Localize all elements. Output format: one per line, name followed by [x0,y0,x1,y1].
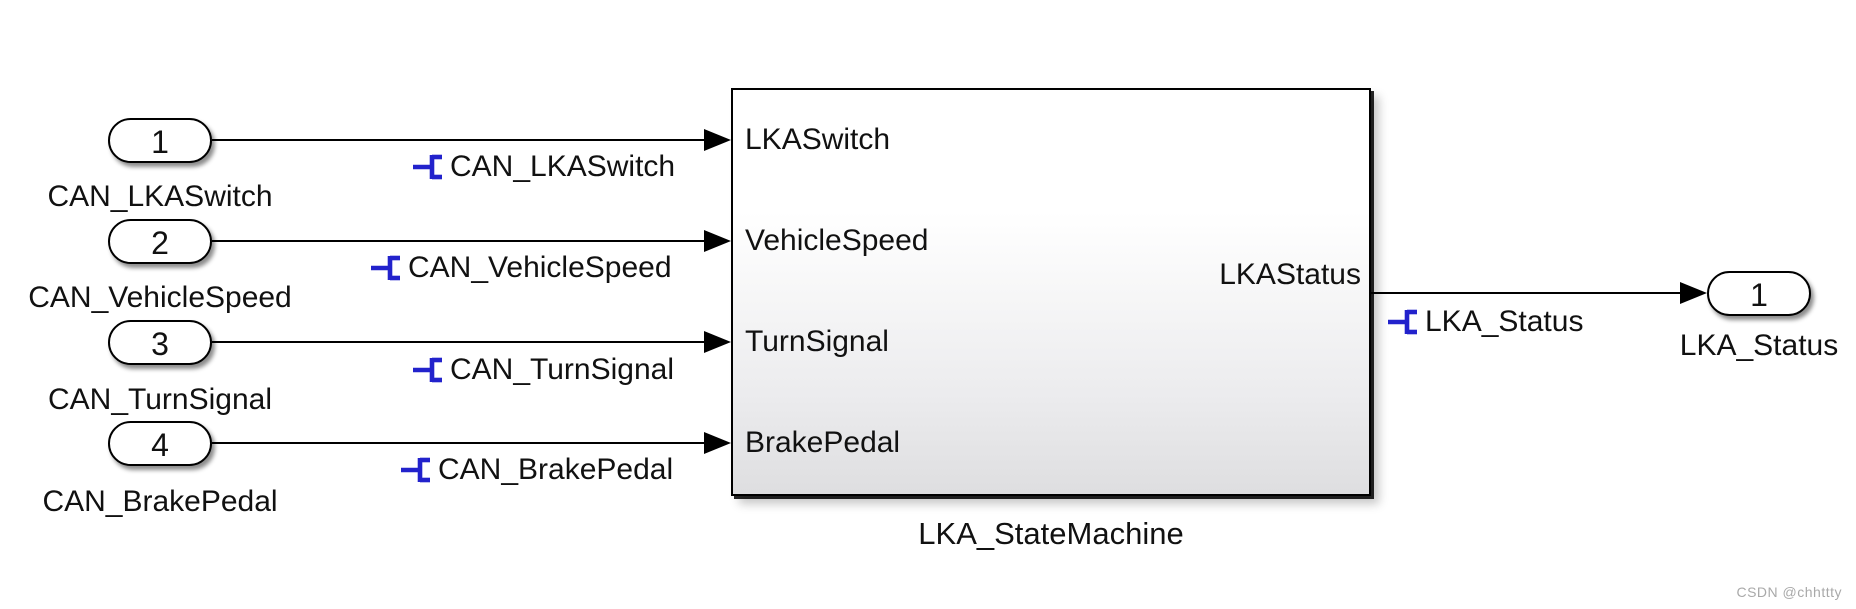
signal-name-text: CAN_VehicleSpeed [408,251,672,284]
signal-resolve-icon [371,253,401,283]
signal-name-text: CAN_LKASwitch [450,150,676,183]
inport-block-2[interactable]: 2 [108,219,212,264]
wire-arrowhead-icon[interactable] [704,432,731,454]
inport-name-label[interactable]: CAN_BrakePedal [42,485,278,518]
signal-wire[interactable] [212,341,706,343]
signal-name-label[interactable]: CAN_BrakePedal [401,453,673,487]
signal-wire[interactable] [1371,292,1680,294]
inport-number: 1 [151,124,169,160]
signal-name-text: CAN_TurnSignal [450,353,674,386]
subsystem-block-lka-statemachine[interactable]: LKASwitch VehicleSpeed TurnSignal BrakeP… [731,88,1371,496]
inport-name-label[interactable]: CAN_TurnSignal [48,383,272,416]
signal-wire[interactable] [212,240,706,242]
block-inport-label: VehicleSpeed [745,224,929,257]
signal-resolve-icon [413,355,443,385]
wire-arrowhead-icon[interactable] [704,331,731,353]
signal-resolve-icon [401,455,431,485]
signal-resolve-icon [1388,307,1418,337]
outport-block-1[interactable]: 1 [1707,271,1811,316]
signal-name-label[interactable]: CAN_LKASwitch [413,150,675,184]
wire-arrowhead-icon[interactable] [704,129,731,151]
signal-wire[interactable] [212,442,706,444]
inport-block-1[interactable]: 1 [108,118,212,163]
block-name-label[interactable]: LKA_StateMachine [918,516,1184,551]
signal-name-text: LKA_Status [1425,305,1584,338]
signal-wire[interactable] [212,139,706,141]
inport-block-3[interactable]: 3 [108,320,212,365]
signal-name-label[interactable]: CAN_TurnSignal [413,353,674,387]
inport-number: 4 [151,427,169,463]
inport-name-label[interactable]: CAN_VehicleSpeed [28,281,292,314]
inport-number: 2 [151,225,169,261]
block-outport-label: LKAStatus [1219,258,1361,291]
outport-number: 1 [1750,277,1768,313]
signal-resolve-icon [413,152,443,182]
inport-block-4[interactable]: 4 [108,421,212,466]
wire-arrowhead-icon[interactable] [704,230,731,252]
inport-number: 3 [151,326,169,362]
wire-arrowhead-icon[interactable] [1680,282,1707,304]
block-inport-label: LKASwitch [745,123,891,156]
outport-name-label[interactable]: LKA_Status [1679,329,1839,362]
signal-name-label[interactable]: CAN_VehicleSpeed [371,251,672,285]
block-inport-label: TurnSignal [745,325,889,358]
inport-name-label[interactable]: CAN_LKASwitch [47,180,273,213]
signal-name-label[interactable]: LKA_Status [1388,305,1583,339]
block-inport-label: BrakePedal [745,426,901,459]
csdn-watermark: CSDN @chhttty [1736,584,1842,600]
signal-name-text: CAN_BrakePedal [438,453,674,486]
